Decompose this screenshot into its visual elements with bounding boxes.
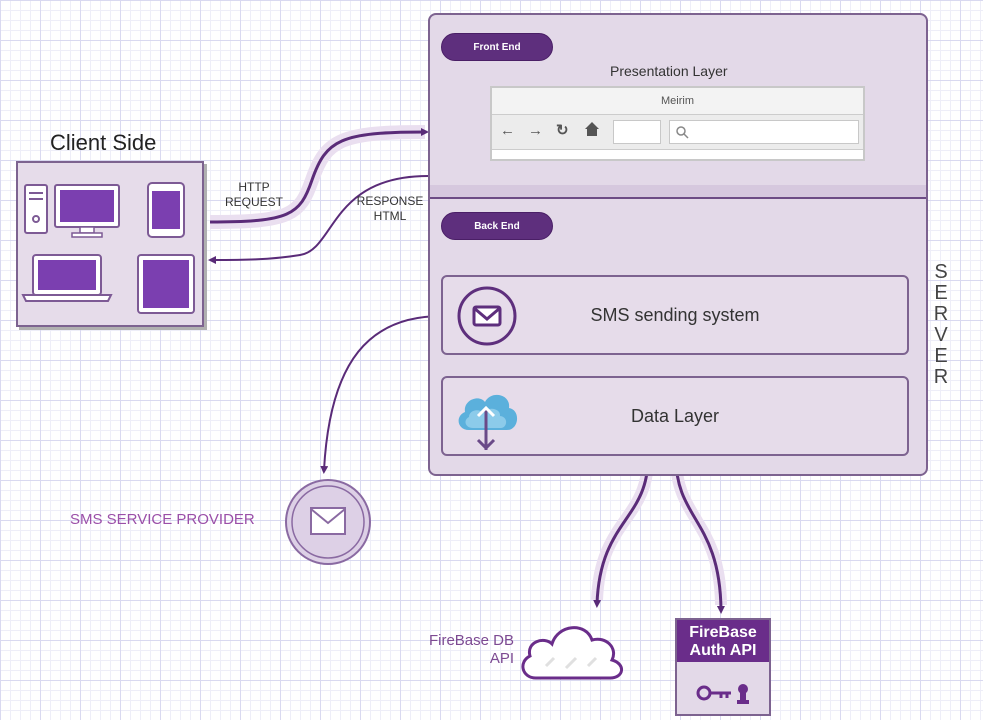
- sms-sending-system-box: SMS sending system: [441, 275, 909, 355]
- tablet-icon: [147, 182, 185, 238]
- server-letter: E: [934, 345, 948, 367]
- response-html-label: RESPONSE HTML: [356, 194, 424, 223]
- lock-icon: [737, 684, 749, 704]
- server-letter: E: [934, 282, 948, 304]
- server-band: [430, 185, 926, 199]
- back-end-pill: Back End: [441, 212, 553, 240]
- forward-icon: →: [528, 122, 543, 139]
- sms-service-provider-label: SMS SERVICE PROVIDER: [70, 511, 255, 528]
- client-devices-box: [16, 161, 204, 327]
- firebase-auth-label: FireBase Auth API: [677, 620, 769, 662]
- home-icon: [584, 121, 600, 142]
- cloud-upload-icon: [458, 394, 518, 451]
- back-icon: ←: [500, 122, 515, 139]
- data-layer-box: Data Layer: [441, 376, 909, 456]
- http-request-label: HTTP REQUEST: [224, 180, 283, 209]
- laptop-icon: [21, 254, 113, 302]
- server-letter: R: [933, 303, 949, 325]
- server-letter: S: [934, 261, 948, 283]
- sms-sending-system-label: SMS sending system: [590, 304, 760, 325]
- monitor-icon: [137, 254, 195, 314]
- presentation-layer-title: Presentation Layer: [610, 63, 728, 79]
- sms-provider-mail-icon: [285, 479, 371, 565]
- data-layer-label: Data Layer: [630, 405, 720, 426]
- address-field: [613, 120, 661, 144]
- client-side-title: Client Side: [50, 130, 157, 155]
- browser-toolbar: ← → ↻: [492, 115, 863, 150]
- browser-mockup: Meirim ← → ↻: [490, 86, 865, 161]
- server-letter: V: [934, 324, 948, 346]
- auth-arrow: [674, 457, 725, 614]
- server-vertical-label: S E R V E R: [932, 262, 950, 388]
- firebase-db-label: FireBase DB API: [428, 632, 514, 667]
- browser-title: Meirim: [492, 88, 863, 115]
- mail-icon: [457, 286, 517, 346]
- server-divider: [430, 197, 926, 199]
- search-icon: [676, 126, 689, 139]
- reload-icon: ↻: [556, 122, 569, 139]
- desktop-icon: [24, 184, 120, 238]
- search-field: [669, 120, 859, 144]
- firebase-auth-box: FireBase Auth API: [675, 618, 771, 716]
- key-icon: [696, 685, 731, 701]
- db-arrow: [593, 457, 650, 608]
- front-end-pill: Front End: [441, 33, 553, 61]
- sms-provider-arrow: [320, 315, 443, 474]
- cloud-icon: [521, 626, 623, 680]
- server-letter: R: [933, 366, 949, 388]
- response-arrow: [208, 175, 429, 264]
